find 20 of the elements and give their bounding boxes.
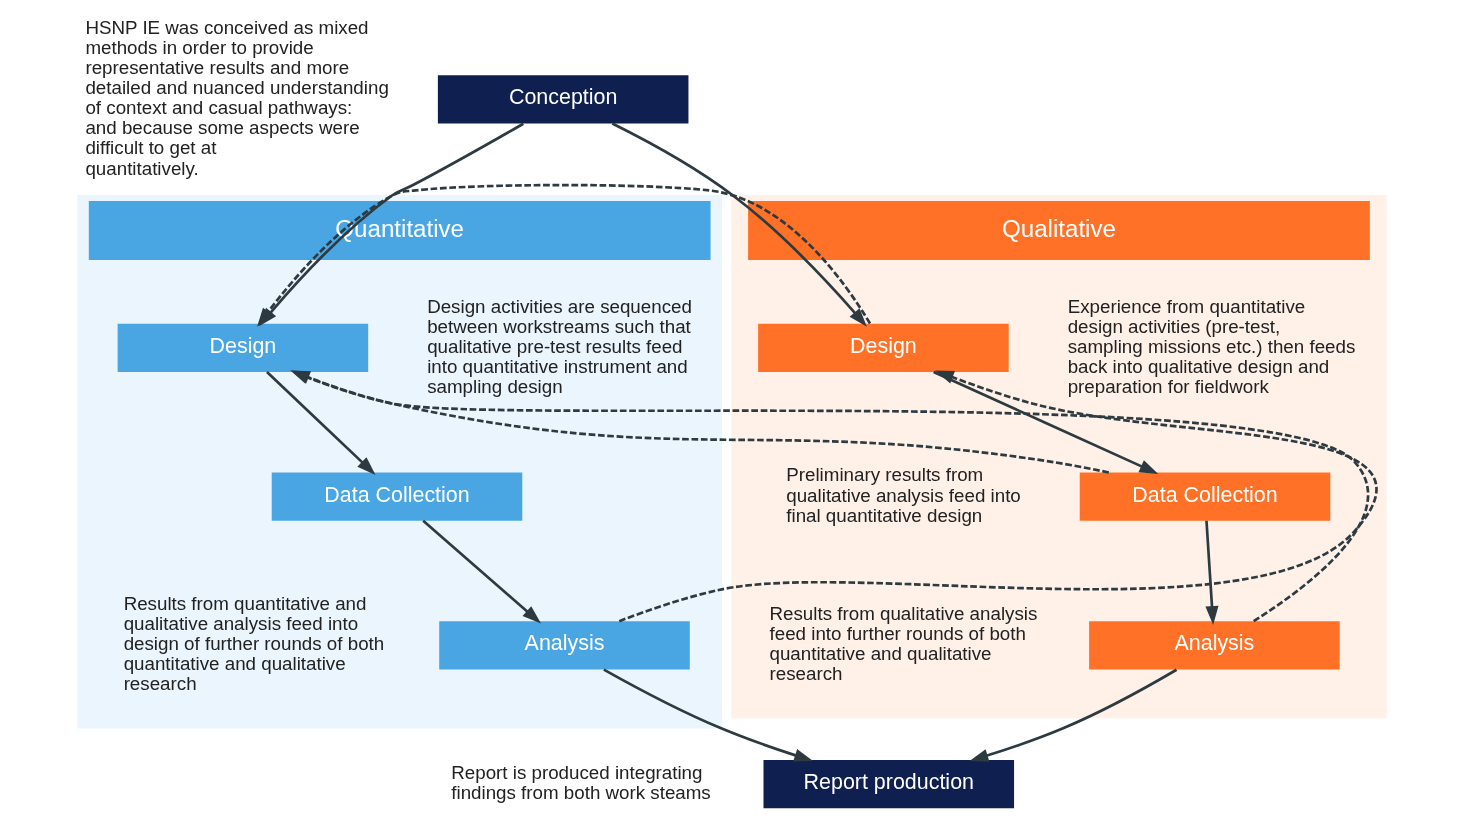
label: HSNP IE was conceived as mixed methods in order to provide representative results and more detailed and nuanced understanding of context and casual pathways: and because some aspects were difficult to get at quantitatively.: [85, 16, 389, 179]
node-box: Analysis: [439, 621, 690, 670]
arrow: [1205, 520, 1219, 625]
node-box: Data Collection: [271, 472, 523, 521]
label: Experience from quantitative design activities (pre-test, sampling missions etc.) then feeds back into qualitative design and preparation for fieldwork: [1067, 295, 1356, 398]
label: Design activities are sequenced between workstreams such that qualitative pre-test results feed into quantitative instrument and sampling design: [427, 295, 692, 398]
node-box: Design: [758, 323, 1009, 372]
node-box: Data Collection: [1079, 472, 1331, 521]
arrow: [969, 668, 1178, 762]
label: Results from quantitative and qualitative analysis feed into design of further rounds of both quantitative and qualitative research: [123, 593, 385, 695]
arrow: [422, 519, 541, 624]
node-box: Analysis: [1089, 621, 1340, 670]
label: Report is produced integrating findings from both work steams: [451, 761, 711, 804]
node-box: Report production: [763, 759, 1015, 809]
label: Results from qualitative analysis feed into further rounds of both quantitative and qualitative research: [769, 603, 1038, 685]
arrow: [611, 122, 867, 327]
label: Preliminary results from qualitative analysis feed into final quantitative design: [786, 464, 1021, 526]
node-box: Design: [117, 323, 369, 372]
node-box: Conception: [437, 75, 689, 124]
arrow: [603, 668, 814, 762]
